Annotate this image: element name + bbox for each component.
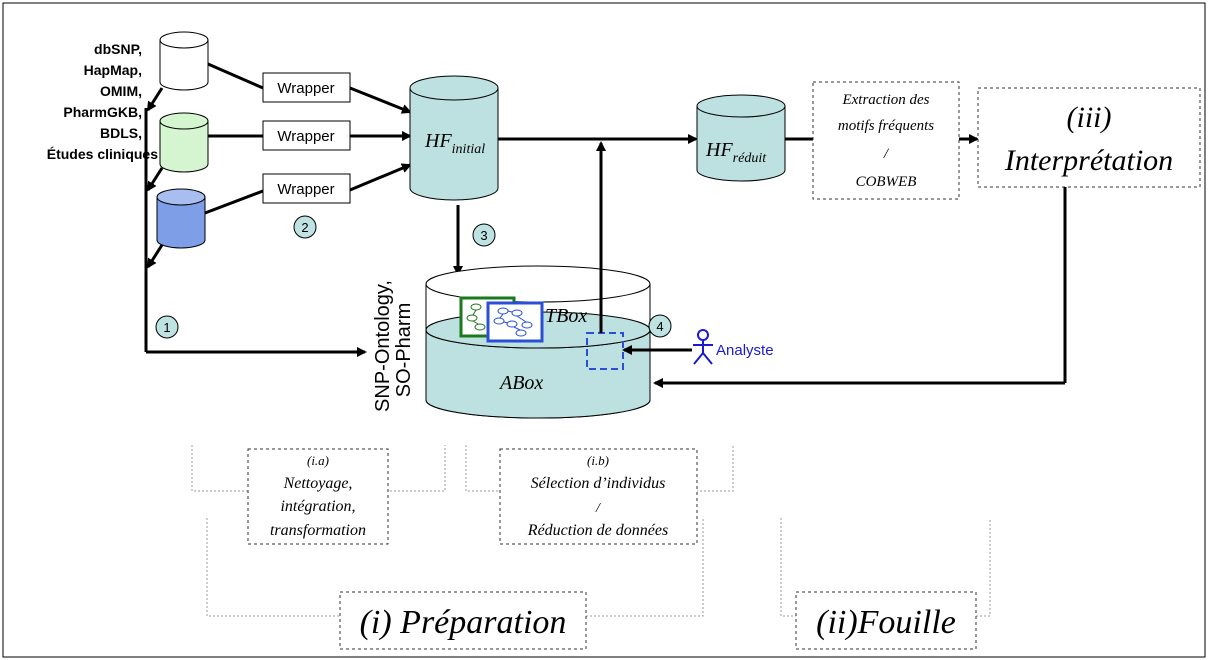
- extraction-box: Extraction des motifs fréquents / COBWEB: [812, 81, 960, 200]
- database-green: [159, 112, 209, 173]
- ontology-label-1: SNP-Ontology,: [372, 280, 394, 412]
- step-1-badge: 1: [155, 315, 179, 339]
- phase-ia-line-4: transformation: [270, 522, 366, 539]
- wrapper-hf-arrows: [349, 86, 412, 192]
- hf-initial-main: HF: [424, 130, 452, 152]
- source-label-1: dbSNP,: [94, 41, 142, 57]
- phase-ib-line-3: /: [595, 501, 601, 516]
- ontology-labels: SNP-Ontology, SO-Pharm: [372, 280, 415, 412]
- fouille-label: (ii)Fouille: [816, 604, 956, 641]
- source-connector: [144, 87, 367, 357]
- db-wrapper-links: [204, 62, 264, 215]
- wrapper-1: Wrapper: [262, 72, 351, 103]
- step-2-label: 2: [301, 220, 308, 235]
- source-label-4: PharmGKB,: [63, 104, 142, 120]
- source-labels: dbSNP, HapMap, OMIM, PharmGKB, BDLS, Étu…: [47, 41, 158, 162]
- phase-ib-box: (i.b) Sélection d’individus / Réduction …: [499, 448, 698, 545]
- fouille-box: (ii)Fouille: [795, 591, 977, 650]
- wrapper-3: Wrapper: [262, 173, 351, 204]
- phase-ib-line-4: Réduction de données: [527, 522, 668, 539]
- hf-reduit-cylinder: HFréduit: [696, 94, 786, 182]
- svg-text:HFinitial: HFinitial: [424, 130, 485, 157]
- interpretation-box: (iii) Interprétation: [977, 87, 1201, 188]
- source-label-6: Études cliniques: [47, 146, 158, 162]
- analyste-figure-icon: [693, 329, 713, 365]
- phase-ia-box: (i.a) Nettoyage, intégration, transforma…: [247, 448, 389, 545]
- tbox-label: TBox: [545, 305, 587, 327]
- interpretation-line-1: (iii): [1067, 101, 1112, 134]
- step-3-label: 3: [480, 228, 487, 243]
- step-4-badge: 4: [648, 314, 672, 338]
- wrapper-3-label: Wrapper: [277, 181, 334, 198]
- extraction-line-3: /: [883, 146, 890, 162]
- tbox-graph-blue-icon: [486, 301, 544, 343]
- abox-label: ABox: [498, 372, 543, 394]
- svg-text:HFréduit: HFréduit: [705, 139, 767, 166]
- step-2-badge: 2: [293, 215, 317, 239]
- step-4-label: 4: [656, 319, 663, 334]
- wrapper-1-label: Wrapper: [277, 80, 334, 97]
- hf-reduit-main: HF: [705, 139, 733, 161]
- source-label-2: HapMap,: [84, 62, 142, 78]
- analyste-label: Analyste: [716, 342, 774, 359]
- step-1-label: 1: [163, 320, 170, 335]
- hf-initial-cylinder: HFinitial: [409, 75, 499, 201]
- feedback-arrow: [653, 187, 1067, 388]
- hf-reduit-sub: réduit: [733, 151, 768, 166]
- phase-ia-line-1: (i.a): [307, 453, 329, 468]
- extraction-line-2: motifs fréquents: [838, 118, 934, 134]
- interpretation-line-2: Interprétation: [1004, 144, 1173, 177]
- phase-ib-line-1: (i.b): [587, 453, 609, 468]
- wrapper-2: Wrapper: [262, 120, 351, 151]
- extraction-line-1: Extraction des: [841, 92, 929, 108]
- preparation-label: (i) Préparation: [360, 604, 567, 641]
- phase-ia-line-2: Nettoyage,: [283, 475, 353, 492]
- source-label-5: BDLS,: [100, 125, 142, 141]
- phase-ib-line-2: Sélection d’individus: [531, 475, 666, 492]
- preparation-box: (i) Préparation: [339, 591, 587, 650]
- selection-box: [586, 332, 624, 370]
- phase-ia-line-3: intégration,: [280, 498, 355, 515]
- ontology-label-2: SO-Pharm: [393, 303, 415, 397]
- hf-initial-sub: initial: [452, 142, 486, 157]
- database-blue: [156, 188, 206, 249]
- source-label-3: OMIM,: [100, 83, 142, 99]
- wrapper-2-label: Wrapper: [277, 128, 334, 145]
- extraction-line-4: COBWEB: [856, 174, 917, 190]
- step-3-badge: 3: [472, 223, 496, 247]
- database-white: [159, 31, 209, 91]
